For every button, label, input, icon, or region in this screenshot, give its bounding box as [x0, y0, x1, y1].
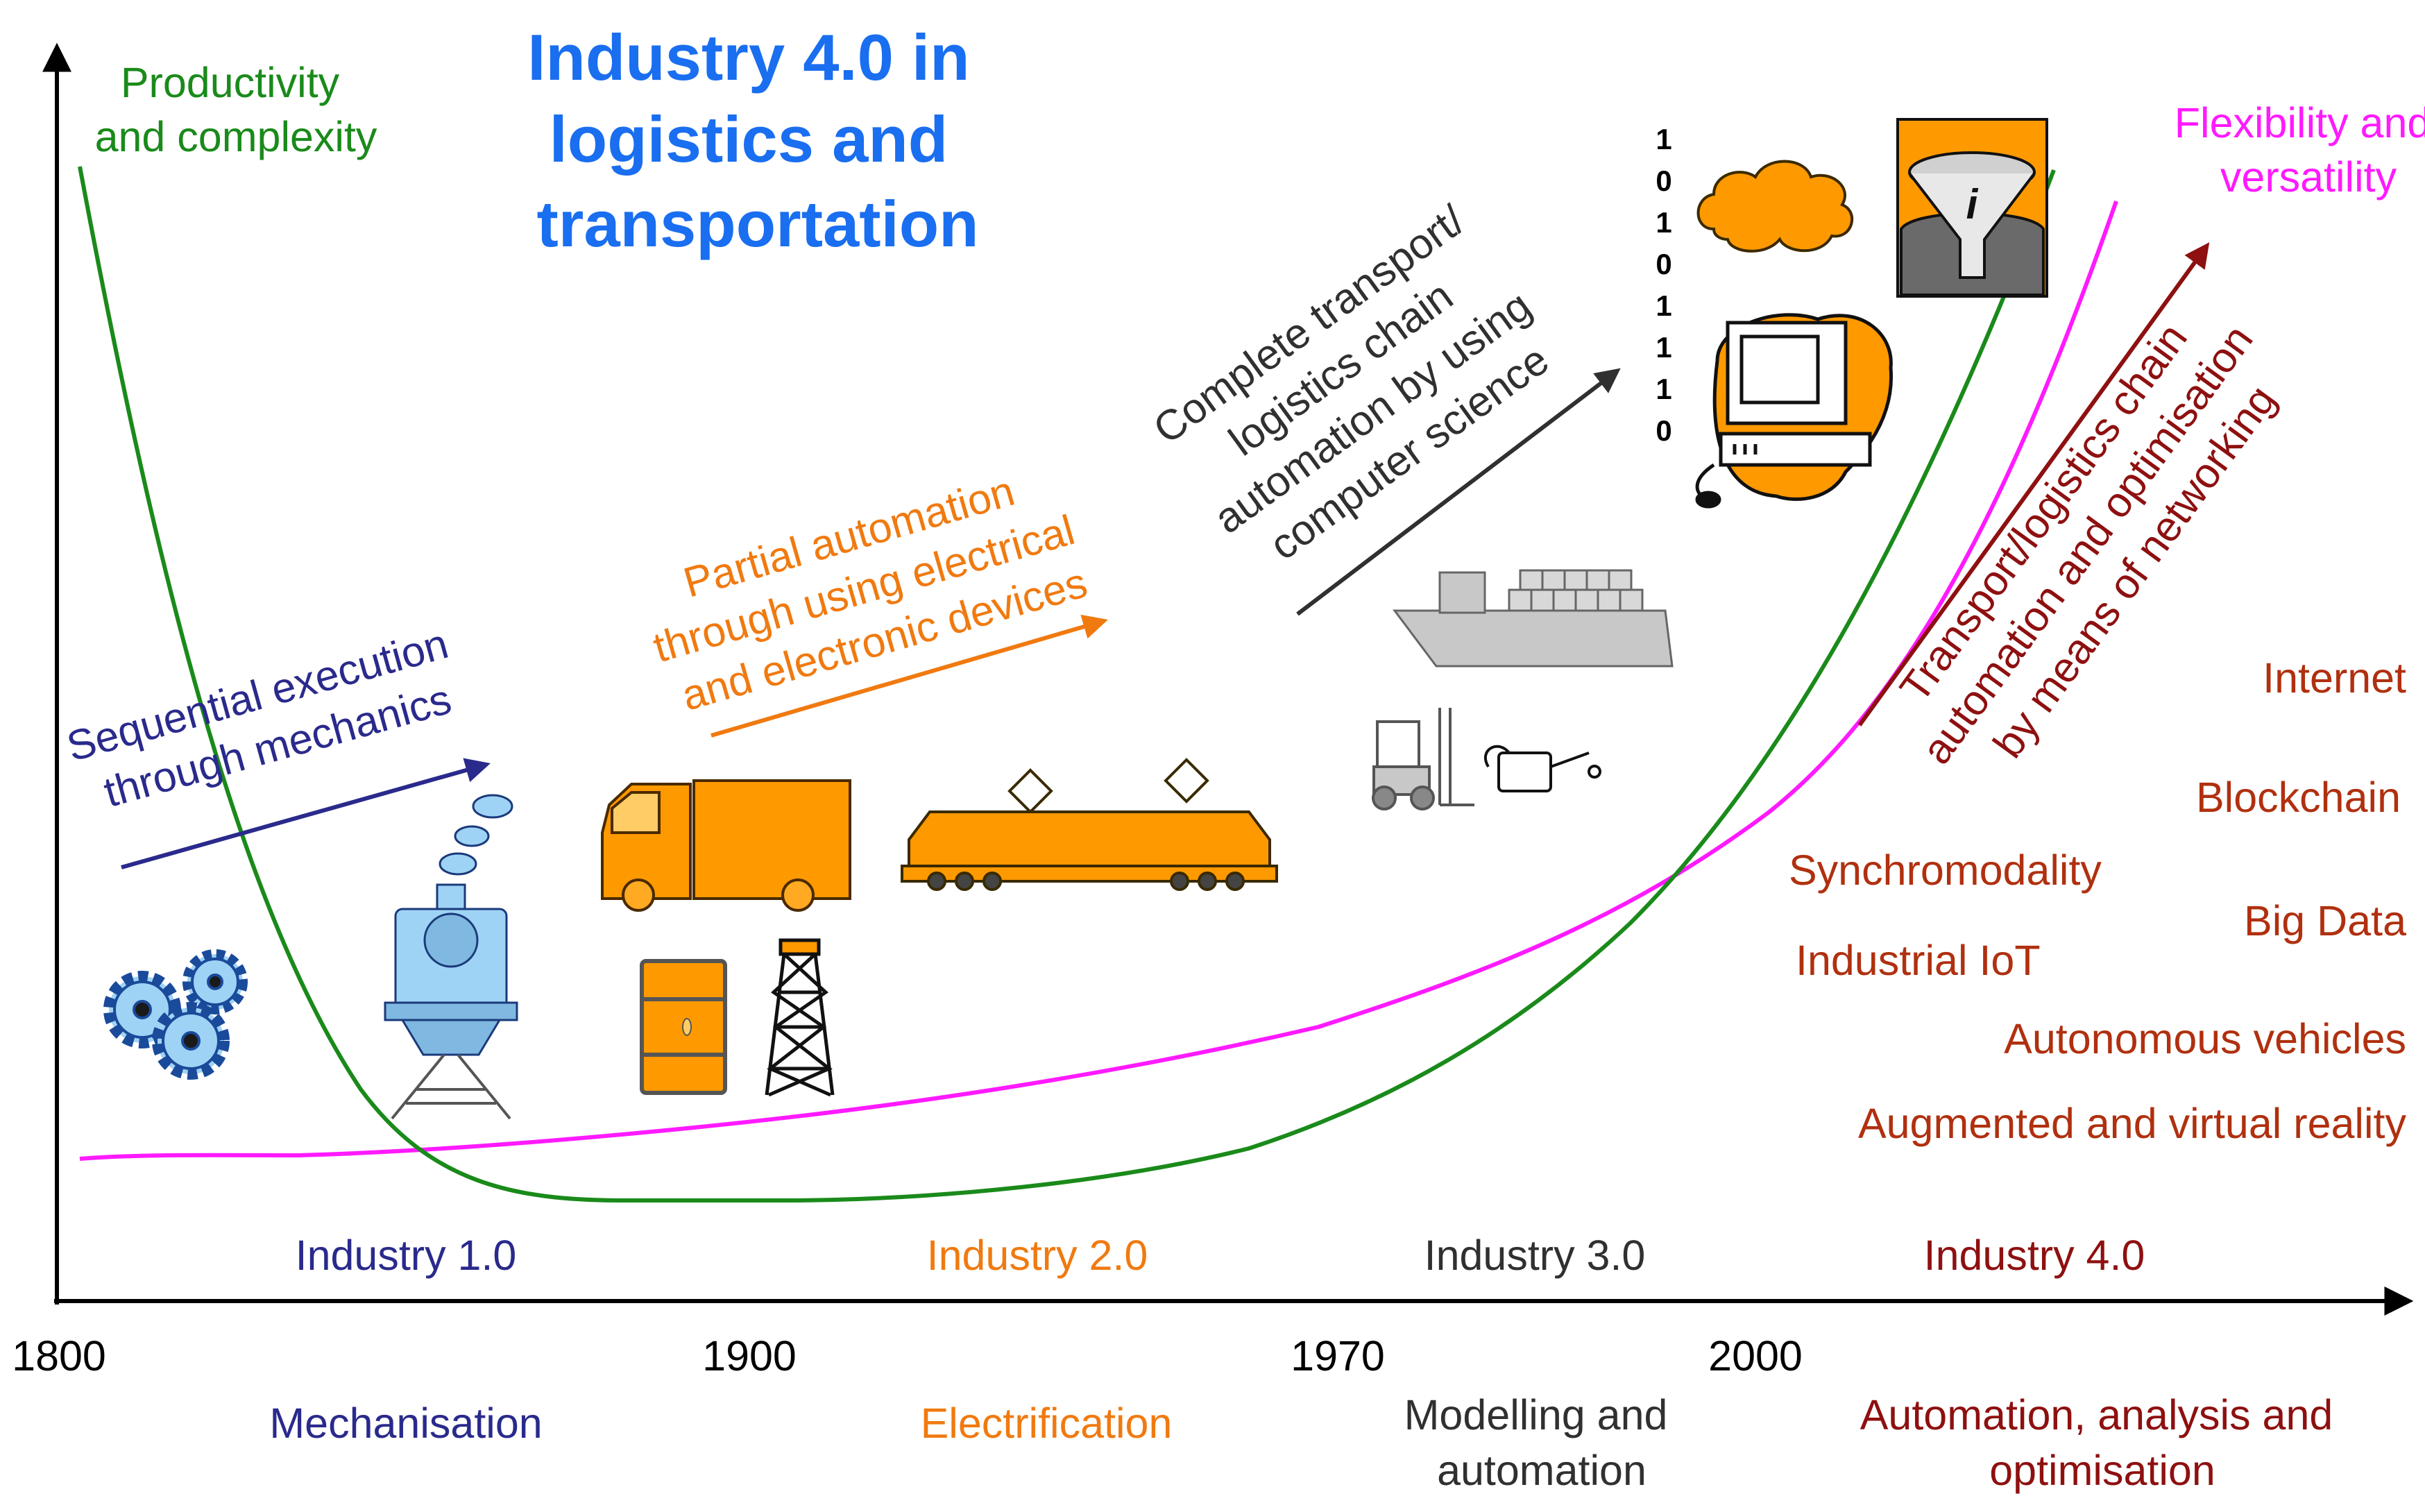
technology-big-data: Big Data	[2244, 897, 2406, 944]
networking-arrow-label: Transport/logistics chain automation and…	[1869, 275, 2313, 804]
oil-barrel-icon	[640, 959, 727, 1095]
theme-automation-analysis: Automation, analysis and optimisation	[1860, 1391, 2345, 1494]
tick-label-1970: 1970	[1291, 1332, 1385, 1379]
tick-label-1900: 1900	[702, 1332, 797, 1379]
gears-icon	[103, 949, 248, 1080]
computer-science-arrow	[1296, 368, 1621, 616]
binary-digit: 1	[1656, 123, 1671, 155]
electrical-arrow-label: Partial automation through using electri…	[633, 451, 1106, 724]
networking-arrow	[1857, 242, 2210, 727]
era-industry-3: Industry 3.0	[1424, 1232, 1646, 1279]
flexibility-label: Flexibility and versatility	[2175, 99, 2425, 201]
binary-digit: 1	[1656, 289, 1671, 322]
binary-digit: 0	[1656, 248, 1671, 280]
theme-electrification: Electrification	[921, 1400, 1173, 1447]
title-line: Industry 4.0 in	[527, 21, 969, 94]
era-industry-1: Industry 1.0	[296, 1232, 517, 1279]
technology-autonomous-vehicles: Autonomous vehicles	[2004, 1015, 2406, 1062]
technology-blockchain: Blockchain	[2196, 774, 2401, 821]
tick-label-2000: 2000	[1708, 1332, 1803, 1379]
oil-derrick-icon	[765, 938, 835, 1097]
oil-can-icon	[1483, 745, 1601, 792]
computer-icon	[1695, 313, 1894, 509]
mechanics-arrow-label: Sequential execution through mechanics	[62, 617, 479, 823]
era-industry-2: Industry 2.0	[927, 1232, 1148, 1279]
era-industry-4: Industry 4.0	[1924, 1232, 2145, 1279]
information-funnel-icon: i	[1896, 118, 2048, 298]
productivity-curve	[78, 166, 2056, 1203]
theme-mechanisation: Mechanisation	[269, 1400, 542, 1447]
computer-science-arrow-label: Complete transport/ logistics chain auto…	[1142, 187, 1581, 586]
info-glyph: i	[1966, 181, 1979, 228]
binary-digit: 0	[1656, 164, 1671, 197]
title-line: transportation	[536, 187, 978, 260]
truck-icon	[601, 779, 851, 912]
container-ship-icon	[1393, 569, 1674, 668]
technology-internet: Internet	[2263, 654, 2406, 702]
technology-list: Internet Blockchain Synchromodality Big …	[1789, 654, 2406, 1147]
productivity-label: Productivity and complexity	[95, 59, 377, 160]
mechanics-arrow	[121, 758, 491, 869]
theme-modelling: Modelling and automation	[1404, 1391, 1680, 1494]
diagram-title: Industry 4.0 in logistics and transporta…	[527, 21, 987, 260]
binary-digit: 1	[1656, 206, 1671, 239]
technology-ar-vr: Augmented and virtual reality	[1858, 1100, 2407, 1147]
electrical-arrow	[711, 614, 1108, 738]
tick-label-1800: 1800	[12, 1332, 106, 1379]
forklift-icon	[1372, 708, 1474, 810]
cloud-icon	[1696, 160, 1854, 253]
technology-industrial-iot: Industrial IoT	[1796, 937, 2041, 984]
electric-locomotive-icon	[901, 758, 1278, 891]
title-line: logistics and	[550, 103, 948, 176]
technology-synchromodality: Synchromodality	[1789, 847, 2102, 894]
binary-digit: 0	[1656, 414, 1671, 447]
steam-locomotive-icon	[384, 794, 518, 1120]
binary-digits: 1 0 1 0 1 1 1 0	[1656, 123, 1671, 447]
binary-digit: 1	[1656, 373, 1671, 405]
binary-digit: 1	[1656, 331, 1671, 364]
